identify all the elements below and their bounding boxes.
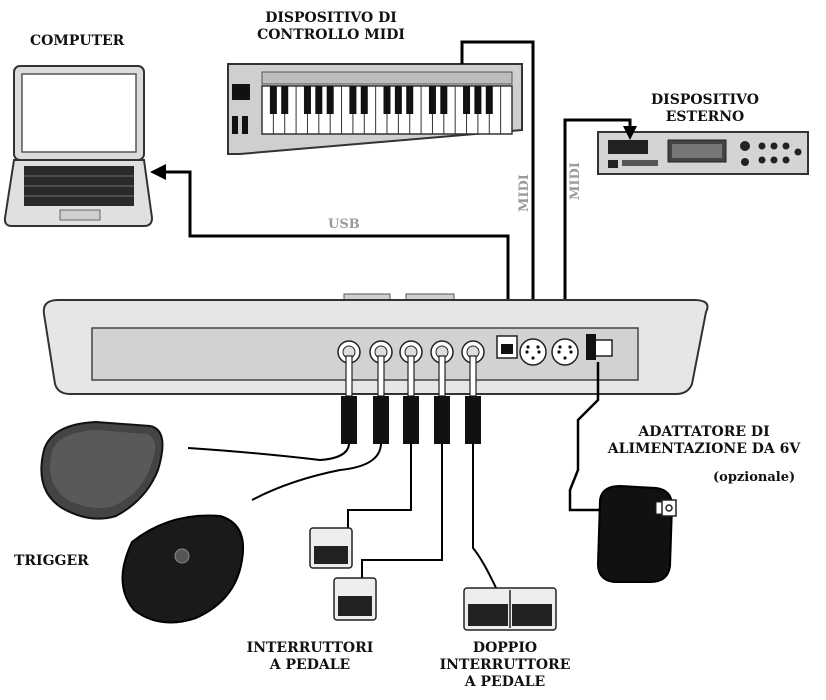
black-key xyxy=(303,86,311,114)
black-key xyxy=(463,86,471,114)
power-adapter-label-line2: ALIMENTAZIONE DA 6V xyxy=(607,441,801,457)
external-device-icon xyxy=(597,131,809,175)
power-adapter-optional-label: (opzionale) xyxy=(713,470,796,485)
dual-footswitch-label-line1: DOPPIO xyxy=(472,640,538,656)
footswitch-cables xyxy=(347,444,498,591)
plug-tip xyxy=(377,355,385,397)
external-device-label-line2: ESTERNO xyxy=(665,109,745,125)
usb-arrow-icon xyxy=(150,164,166,180)
plug-body xyxy=(373,396,389,444)
plug-tip xyxy=(345,355,353,397)
black-key xyxy=(360,86,368,114)
footswitches-label-line1: INTERRUTTORI xyxy=(246,640,374,656)
usb-cable xyxy=(164,170,510,340)
trigger-label: TRIGGER xyxy=(14,553,89,569)
black-key xyxy=(315,86,323,114)
external-device-label-line1: DISPOSITIVO xyxy=(651,92,759,108)
trigger-pad-icon xyxy=(40,420,164,520)
footswitch-1-icon xyxy=(309,527,353,569)
midi-controller-label: DISPOSITIVO DI CONTROLLO MIDI xyxy=(236,10,426,44)
black-key xyxy=(485,86,493,114)
power-adapter-icon xyxy=(596,484,677,583)
black-key xyxy=(349,86,357,114)
black-key xyxy=(326,86,334,114)
plug-body xyxy=(341,396,357,444)
black-key xyxy=(383,86,391,114)
black-key xyxy=(440,86,448,114)
black-key xyxy=(269,86,277,114)
midi-in-cable xyxy=(460,40,535,360)
midi-out-label: MIDI xyxy=(568,162,583,200)
computer-laptop-icon xyxy=(3,65,154,227)
black-key xyxy=(406,86,414,114)
midi-in-label: MIDI xyxy=(517,174,532,212)
black-key xyxy=(474,86,482,114)
black-key xyxy=(428,86,436,114)
power-cable xyxy=(568,362,604,512)
plug-body xyxy=(403,396,419,444)
plug-tip xyxy=(407,355,415,397)
plug-body xyxy=(434,396,450,444)
midi-controller-label-line2: CONTROLLO MIDI xyxy=(257,27,405,43)
footswitches-label: INTERRUTTORI A PEDALE xyxy=(240,640,380,674)
usb-label: USB xyxy=(328,217,360,232)
power-adapter-label: ADATTATORE DI ALIMENTAZIONE DA 6V xyxy=(594,424,814,458)
computer-label: COMPUTER xyxy=(30,33,125,49)
dual-footswitch-label: DOPPIO INTERRUTTORE A PEDALE xyxy=(430,640,580,691)
plug-tip xyxy=(438,355,446,397)
power-adapter-label-line1: ADATTATORE DI xyxy=(638,424,770,440)
footswitches-label-line2: A PEDALE xyxy=(269,657,351,673)
trigger-cables xyxy=(187,443,382,501)
dual-footswitch-label-line3: A PEDALE xyxy=(464,674,546,690)
dual-footswitch-label-line2: INTERRUTTORE xyxy=(439,657,571,673)
footswitch-2-icon xyxy=(333,577,377,621)
main-unit-rear-panel xyxy=(42,293,709,395)
midi-controller-label-line1: DISPOSITIVO DI xyxy=(265,10,397,26)
black-key xyxy=(394,86,402,114)
plug-body xyxy=(465,396,481,444)
midi-keyboard-icon xyxy=(227,63,523,155)
black-key xyxy=(281,86,289,114)
external-device-label: DISPOSITIVO ESTERNO xyxy=(640,92,770,126)
dual-footswitch-icon xyxy=(463,587,557,631)
cymbal-trigger-icon xyxy=(121,514,244,624)
midi-out-arrow-icon xyxy=(623,126,637,140)
plug-tip xyxy=(469,355,477,397)
